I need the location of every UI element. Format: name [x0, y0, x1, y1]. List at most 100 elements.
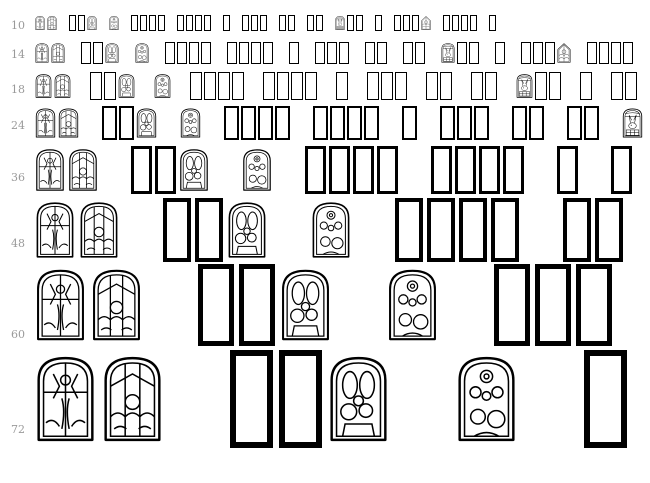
notdef-glyph-box	[258, 106, 273, 140]
notdef-glyph-box	[489, 15, 496, 31]
notdef-glyph-box	[158, 15, 165, 31]
church-window-b-icon	[54, 74, 71, 98]
flower-window-icon	[105, 43, 119, 63]
church-window-a-icon	[37, 269, 84, 341]
notdef-glyph-box	[291, 72, 303, 100]
notdef-glyph-box	[305, 146, 326, 194]
size-label-18: 18	[11, 83, 25, 96]
notdef-glyph-box	[347, 106, 362, 140]
notdef-glyph-box	[232, 72, 244, 100]
church-window-b-icon	[69, 149, 97, 191]
size-label-10: 10	[11, 19, 25, 32]
bunny-window-icon	[335, 16, 345, 30]
notdef-glyph-box	[155, 146, 176, 194]
notdef-glyph-box	[529, 106, 544, 140]
notdef-glyph-box	[316, 15, 323, 31]
notdef-glyph-box	[140, 15, 147, 31]
notdef-glyph-box	[412, 15, 419, 31]
notdef-glyph-box	[165, 42, 175, 64]
notdef-glyph-box	[195, 198, 223, 262]
notdef-glyph-box	[263, 42, 273, 64]
church-window-a-icon	[35, 108, 56, 138]
notdef-glyph-box	[263, 72, 275, 100]
notdef-glyph-box	[241, 106, 256, 140]
notdef-glyph-box	[402, 106, 417, 140]
notdef-glyph-box	[190, 72, 202, 100]
notdef-glyph-box	[277, 72, 289, 100]
size-label-72: 72	[11, 423, 25, 436]
notdef-glyph-box	[218, 72, 230, 100]
notdef-glyph-box	[81, 42, 91, 64]
notdef-glyph-box	[329, 146, 350, 194]
notdef-glyph-box	[375, 15, 382, 31]
size-label-48: 48	[11, 237, 25, 250]
notdef-glyph-box	[557, 146, 578, 194]
notdef-glyph-box	[395, 198, 423, 262]
notdef-glyph-box	[533, 42, 543, 64]
notdef-glyph-box	[377, 146, 398, 194]
notdef-glyph-box	[279, 350, 322, 448]
notdef-glyph-box	[440, 106, 455, 140]
church-window-a-icon	[36, 202, 74, 258]
notdef-glyph-box	[186, 15, 193, 31]
church-window-b-icon	[93, 269, 140, 341]
notdef-glyph-box	[545, 42, 555, 64]
notdef-glyph-box	[90, 72, 102, 100]
church-window-a-icon	[35, 16, 45, 30]
notdef-glyph-box	[102, 106, 117, 140]
notdef-glyph-box	[491, 198, 519, 262]
notdef-glyph-box	[289, 42, 299, 64]
notdef-glyph-box	[204, 72, 216, 100]
notdef-glyph-box	[584, 106, 599, 140]
notdef-glyph-box	[336, 72, 348, 100]
bouquet-window-icon	[243, 149, 271, 191]
notdef-glyph-box	[469, 42, 479, 64]
notdef-glyph-box	[327, 42, 337, 64]
notdef-glyph-box	[459, 198, 487, 262]
size-label-14: 14	[11, 48, 25, 61]
notdef-glyph-box	[307, 15, 314, 31]
notdef-glyph-box	[403, 42, 413, 64]
notdef-glyph-box	[119, 106, 134, 140]
bouquet-window-icon	[312, 202, 350, 258]
church-window-b-icon	[58, 108, 79, 138]
notdef-glyph-box	[403, 15, 410, 31]
notdef-glyph-box	[494, 264, 530, 346]
bouquet-window-icon	[389, 269, 436, 341]
notdef-glyph-box	[230, 350, 273, 448]
notdef-glyph-box	[563, 198, 591, 262]
notdef-glyph-box	[365, 42, 375, 64]
notdef-glyph-box	[415, 42, 425, 64]
notdef-glyph-box	[275, 106, 290, 140]
size-label-24: 24	[11, 119, 25, 132]
notdef-glyph-box	[204, 15, 211, 31]
notdef-glyph-box	[381, 72, 393, 100]
notdef-glyph-box	[431, 146, 452, 194]
notdef-glyph-box	[242, 15, 249, 31]
notdef-glyph-box	[239, 264, 275, 346]
notdef-glyph-box	[131, 146, 152, 194]
notdef-glyph-box	[353, 146, 374, 194]
notdef-glyph-box	[461, 15, 468, 31]
church-window-a-icon	[37, 356, 94, 442]
notdef-glyph-box	[455, 146, 476, 194]
notdef-glyph-box	[576, 264, 612, 346]
notdef-glyph-box	[288, 15, 295, 31]
notdef-glyph-box	[457, 106, 472, 140]
notdef-glyph-box	[471, 72, 483, 100]
notdef-glyph-box	[611, 72, 623, 100]
notdef-glyph-box	[131, 15, 138, 31]
flower-window-icon	[87, 16, 97, 30]
bunny-window-icon	[622, 108, 643, 138]
notdef-glyph-box	[580, 72, 592, 100]
notdef-glyph-box	[356, 15, 363, 31]
church-window-b-icon	[104, 356, 161, 442]
flower-window-icon	[118, 74, 135, 98]
church-window-a-icon	[35, 74, 52, 98]
bouquet-window-icon	[154, 74, 171, 98]
notdef-glyph-box	[470, 15, 477, 31]
flower-window-icon	[228, 202, 266, 258]
notdef-glyph-box	[251, 15, 258, 31]
bouquet-window-icon	[135, 43, 149, 63]
size-label-36: 36	[11, 171, 25, 184]
